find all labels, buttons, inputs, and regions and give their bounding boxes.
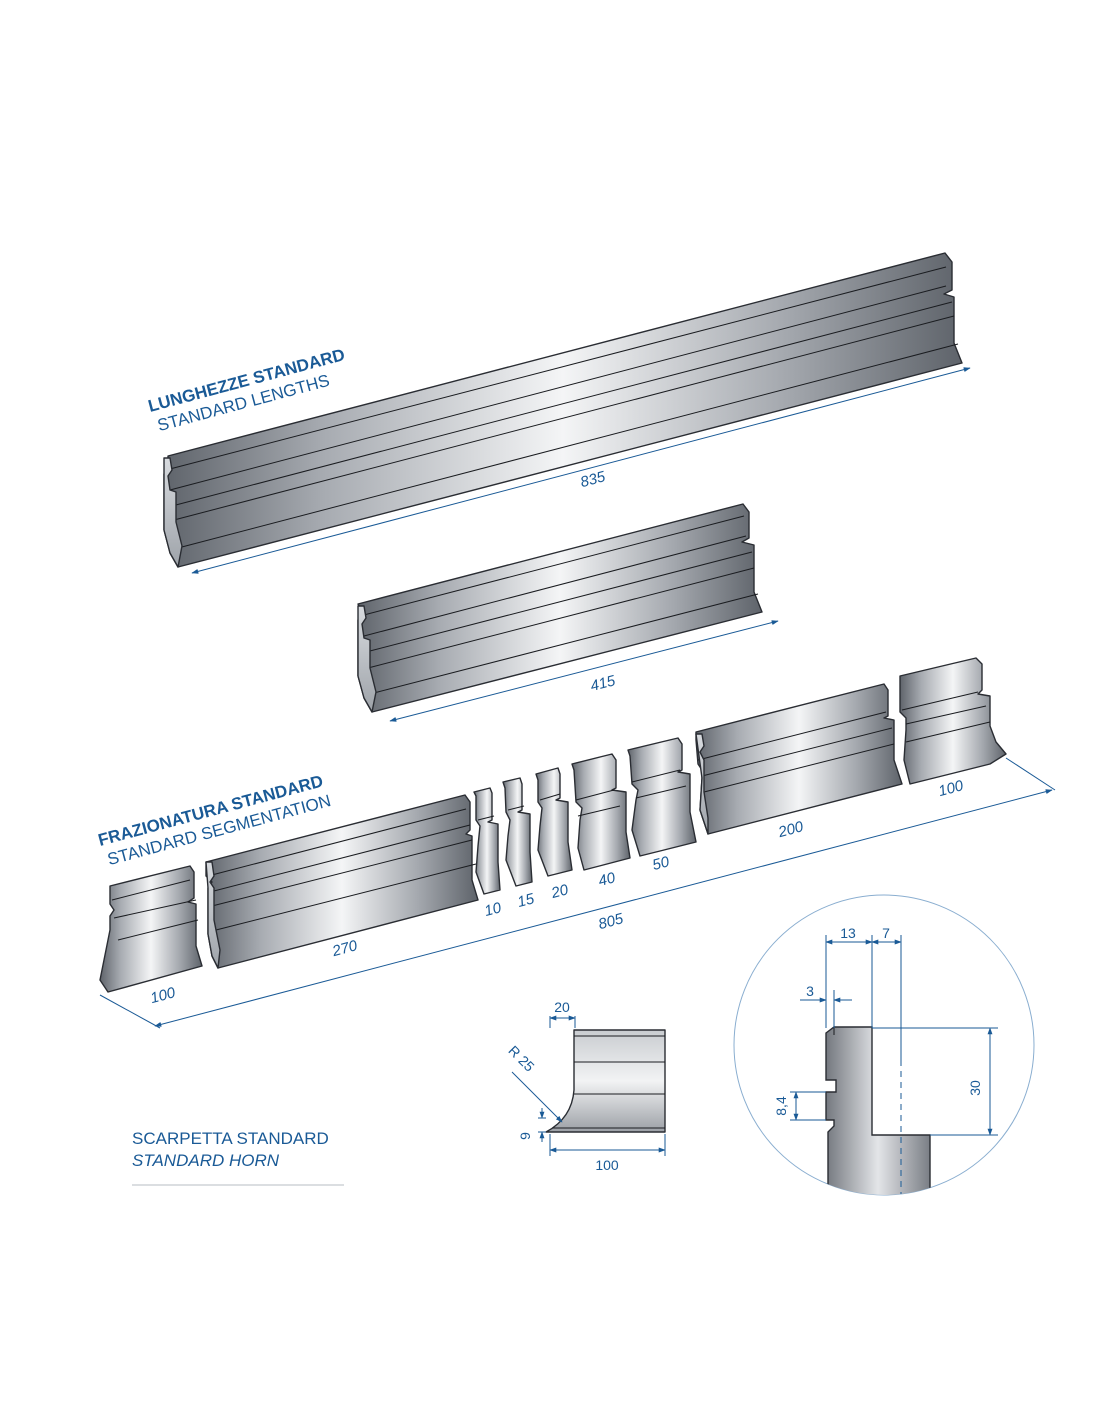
segment-10 xyxy=(473,787,501,895)
horn-dim-top: 20 xyxy=(554,999,570,1015)
detail-dim-3: 3 xyxy=(806,983,814,999)
piece-label-200: 200 xyxy=(776,818,806,841)
piece-label-50: 50 xyxy=(651,853,672,874)
detail-dim-13: 13 xyxy=(840,925,856,941)
segment-40 xyxy=(571,753,631,871)
detail-dims: 13 7 3 8,4 30 xyxy=(773,925,998,1136)
dim-835-label: 835 xyxy=(579,468,608,491)
horn-dim-length: 100 xyxy=(595,1157,619,1173)
piece-label-20: 20 xyxy=(549,881,571,902)
piece-label-15: 15 xyxy=(516,890,537,911)
segment-200 xyxy=(695,683,903,835)
title-horn: SCARPETTA STANDARD STANDARD HORN xyxy=(132,1129,344,1186)
segment-15 xyxy=(502,777,533,887)
dim-835: 835 xyxy=(191,367,971,574)
piece-label-270: 270 xyxy=(330,937,360,960)
piece-label-100-right: 100 xyxy=(937,777,966,800)
bar-835 xyxy=(163,252,963,568)
horn-dim-height: 9 xyxy=(517,1132,533,1140)
detail-dim-84: 8,4 xyxy=(773,1096,789,1116)
dim-415-label: 415 xyxy=(589,672,618,695)
piece-label-40: 40 xyxy=(597,869,618,890)
title-horn-sub: STANDARD HORN xyxy=(132,1151,280,1170)
detail-dim-30: 30 xyxy=(967,1080,983,1096)
dim-805-label: 805 xyxy=(597,910,626,933)
segment-100-right xyxy=(899,657,1007,785)
piece-label-10: 10 xyxy=(483,899,504,920)
bar-415 xyxy=(357,503,763,713)
segment-100-left xyxy=(99,865,203,993)
detail-dim-7: 7 xyxy=(882,925,890,941)
dim-415: 415 xyxy=(389,620,779,722)
piece-label-100-left: 100 xyxy=(149,984,178,1007)
segment-50 xyxy=(627,737,697,857)
horn-dim-radius: R 25 xyxy=(505,1042,537,1074)
title-horn-main: SCARPETTA STANDARD xyxy=(132,1129,329,1148)
dim-805: 805 xyxy=(99,757,1056,1029)
segment-20 xyxy=(535,767,573,877)
horn-drawing xyxy=(545,1029,666,1133)
